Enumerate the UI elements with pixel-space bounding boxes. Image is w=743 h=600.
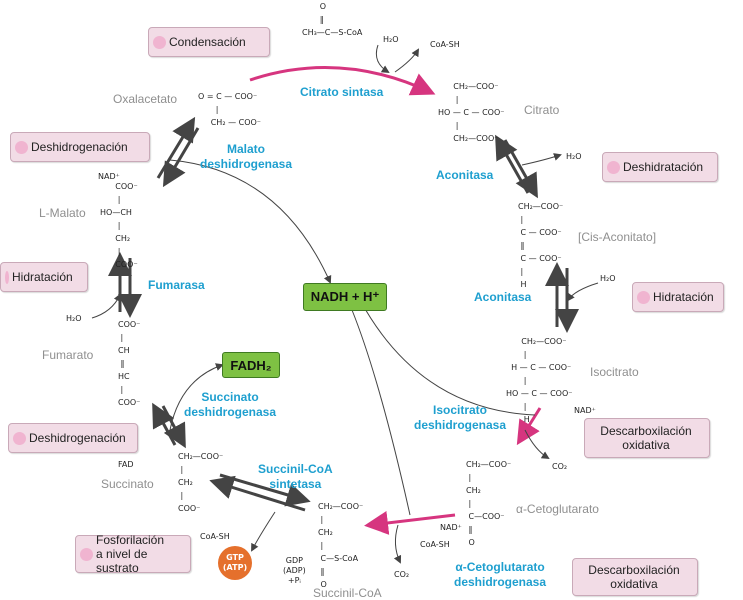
arrow-h2o-in <box>375 44 390 74</box>
structure-isocitrato: CH₂—COO⁻ | H — C — COO⁻ | HO — C — COO⁻ … <box>506 337 573 424</box>
arrow-h2o-in2 <box>566 282 599 302</box>
arrow-akg-dh <box>364 510 456 535</box>
label-fosforilacion: Fosforilación a nivel de sustrato <box>75 533 191 575</box>
enzyme-aconitasa-2: Aconitasa <box>474 290 532 304</box>
structure-acetyl-coa: O ‖ CH₃—C—S-CoA <box>302 2 363 37</box>
cofactor-h2o-aconitasa2: H₂O <box>600 274 616 283</box>
metabolite-fumarato: Fumarato <box>42 348 94 362</box>
product-nadh: NADH + H⁺ <box>303 283 387 311</box>
enzyme-isocitrato-dh: Isocitrato deshidrogenasa <box>414 403 507 432</box>
arrow-isocitrato-dh <box>516 407 542 446</box>
cofactor-h2o-aconitasa1: H₂O <box>566 152 582 161</box>
enzyme-malato-dh: Malato deshidrogenasa <box>200 142 293 171</box>
enzyme-aconitasa-1: Aconitasa <box>436 168 494 182</box>
enzyme-a-cetoglutarato-dh: α-Cetoglutarato deshidrogenasa <box>454 560 547 589</box>
structure-succinato: CH₂—COO⁻ | CH₂ | COO⁻ <box>178 452 224 513</box>
metabolite-oxalacetato: Oxalacetato <box>113 92 178 106</box>
arrow-mdh-rev <box>162 127 200 188</box>
line-nadh-akg <box>351 309 411 516</box>
line-nadh-isocitrato <box>359 298 536 416</box>
label-condensacion: Condensación <box>148 27 270 57</box>
dot-icon <box>15 140 28 154</box>
structure-fumarato: COO⁻ | CH ‖ HC | COO⁻ <box>118 320 141 407</box>
cofactor-coash-succ: CoA-SH <box>200 532 230 541</box>
cofactor-co2-isocitrato: CO₂ <box>552 462 568 471</box>
arrow-citrato-sintasa <box>249 66 436 96</box>
dot-icon <box>80 547 93 561</box>
arrow-aconitasa1-fwd <box>503 139 538 199</box>
arrow-h2o-out1 <box>521 153 562 166</box>
metabolite-cis-aconitato: [Cis-Aconitato] <box>578 230 657 244</box>
label-hidratacion-right: Hidratación <box>632 282 724 312</box>
product-fadh2: FADH₂ <box>222 352 280 378</box>
cofactor-gdp: GDP (ADP) +Pᵢ <box>283 556 306 585</box>
enzyme-succinil-coa-sintetasa: Succinil-CoA sintetasa <box>258 462 333 491</box>
structure-succinil-coa: CH₂—COO⁻ | CH₂ | C—S-CoA ‖ O <box>318 502 364 589</box>
cofactor-coash-akg: CoA-SH <box>420 540 450 549</box>
enzyme-citrato-sintasa: Citrato sintasa <box>300 85 384 99</box>
cofactor-coash-citrato: CoA-SH <box>430 40 460 49</box>
label-deshidrogenacion-malato: Deshidrogenación <box>10 132 150 162</box>
label-descarboxilacion-2: Descarboxilación oxidativa <box>572 558 698 596</box>
arrow-sdh-rev <box>161 405 186 449</box>
structure-citrato: CH₂—COO⁻ | HO — C — COO⁻ | CH₂—COO⁻ <box>438 82 505 143</box>
cofactor-nad-isocitrato: NAD⁺ <box>574 406 596 415</box>
cofactor-nad-malato: NAD⁺ <box>98 172 120 181</box>
cofactor-fad: FAD <box>118 460 134 469</box>
cofactor-h2o-citrato: H₂O <box>383 35 399 44</box>
cofactor-h2o-fumarasa: H₂O <box>66 314 82 323</box>
dot-icon <box>607 160 620 174</box>
label-deshidratacion: Deshidratación <box>602 152 718 182</box>
label-deshidrogenacion-succinato: Deshidrogenación <box>8 423 138 453</box>
metabolite-a-cetoglutarato: α-Cetoglutarato <box>516 502 599 516</box>
metabolite-succinato: Succinato <box>101 477 154 491</box>
arrow-aconitasa1-rev <box>495 134 530 194</box>
metabolite-l-malato: L-Malato <box>39 206 86 220</box>
arrow-h2o-in3 <box>91 293 122 319</box>
product-gtp-circle: GTP (ATP) <box>218 546 252 580</box>
line-nadh-malato <box>169 159 332 284</box>
arrow-fadh2 <box>169 363 224 431</box>
dot-icon <box>13 431 26 445</box>
arrow-scs-rev <box>219 473 311 507</box>
structure-l-malato: COO⁻ | HO—CH | CH₂ | COO⁻ <box>100 182 138 269</box>
dot-icon <box>153 35 166 49</box>
enzyme-succinato-dh: Succinato deshidrogenasa <box>184 390 277 419</box>
arrow-sdh-fwd <box>152 402 177 446</box>
enzyme-fumarasa: Fumarasa <box>148 278 205 292</box>
arrow-coash-out <box>394 48 420 73</box>
structure-cis-aconitato: CH₂—COO⁻ | C — COO⁻ ‖ C — COO⁻ | H <box>518 202 564 289</box>
label-descarboxilacion-1: Descarboxilación oxidativa <box>584 418 710 458</box>
metabolite-citrato: Citrato <box>524 103 560 117</box>
metabolite-succinil-coa: Succinil-CoA <box>313 586 382 600</box>
label-hidratacion-left: Hidratación <box>0 262 88 292</box>
arrow-gtp <box>251 511 276 552</box>
arrow-co2-out1 <box>524 429 550 460</box>
cofactor-nad-akg: NAD⁺ <box>440 523 462 532</box>
structure-oxalacetato: O = C — COO⁻ | CH₂ — COO⁻ <box>198 92 262 127</box>
dot-icon <box>637 290 650 304</box>
cofactor-co2-akg: CO₂ <box>394 570 410 579</box>
structure-a-cetoglutarato: CH₂—COO⁻ | CH₂ | C—COO⁻ ‖ O <box>466 460 512 547</box>
metabolite-isocitrato: Isocitrato <box>590 365 639 379</box>
arrow-co2-out2 <box>393 524 402 564</box>
dot-icon <box>5 270 9 284</box>
